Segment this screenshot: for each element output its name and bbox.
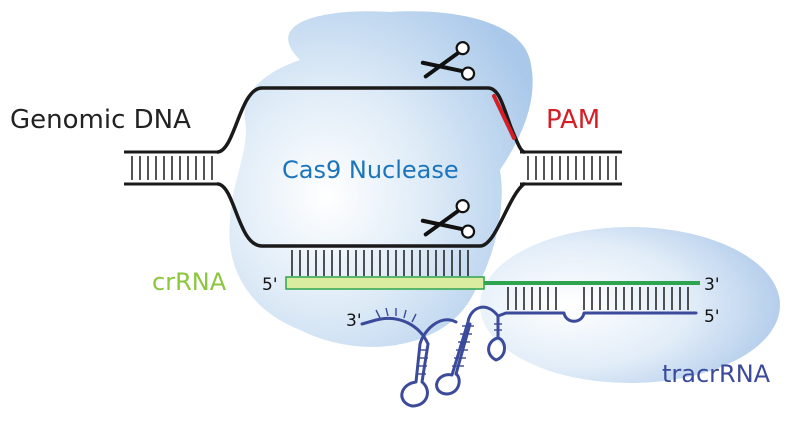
- tracrrna-stem-pairs: [375, 307, 502, 375]
- crrna-guide: [285, 276, 485, 290]
- pam-label: PAM: [546, 105, 600, 135]
- three-prime-crrna: 3': [704, 275, 720, 295]
- tracrrna-label: tracrRNA: [662, 360, 771, 388]
- crrna-base-pairs: [291, 250, 469, 276]
- cas9-blob: [229, 11, 533, 347]
- tracrrna-blob: [480, 227, 780, 383]
- genomic-dna-label: Genomic DNA: [10, 105, 191, 135]
- dna-right: [520, 150, 622, 186]
- dna-bottom-strand: [216, 182, 526, 248]
- cas9-label: Cas9 Nuclease: [282, 156, 459, 184]
- dna-left: [124, 150, 218, 186]
- five-prime-crrna: 5': [262, 275, 278, 295]
- tracrrna-strand: [360, 305, 698, 408]
- tracrrna-base-pairs: [507, 287, 689, 310]
- crrna-label: crRNA: [152, 268, 227, 296]
- pam-segment: [492, 94, 516, 140]
- five-prime-tracrrna: 5': [704, 307, 720, 327]
- three-prime-tracrrna: 3': [346, 311, 362, 331]
